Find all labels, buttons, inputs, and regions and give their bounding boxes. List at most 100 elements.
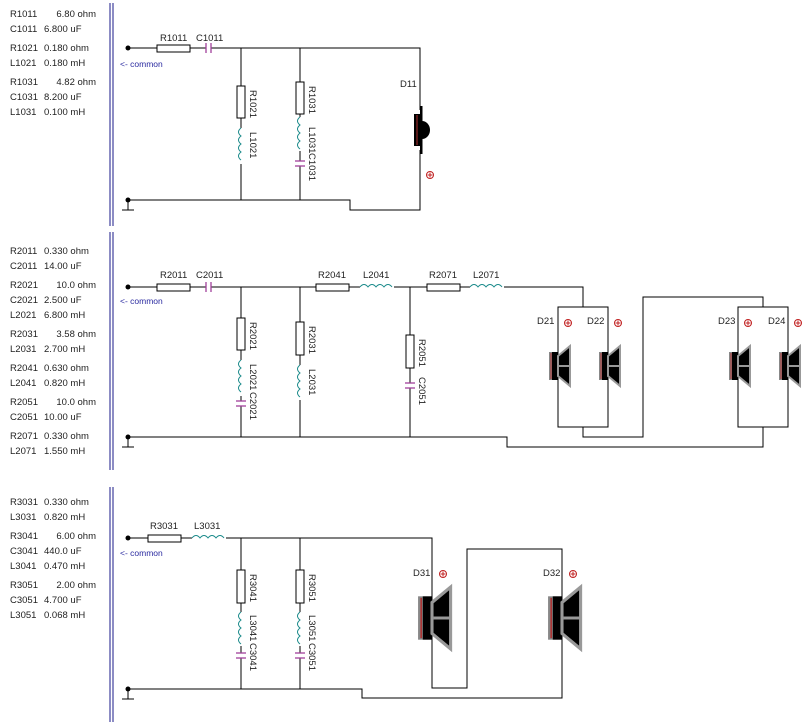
resistor-r1021[interactable] [236,85,246,119]
inductor-l1031[interactable] [297,116,301,150]
label-c1011: C1011 [196,33,223,44]
label-l2071: L2071 [473,270,499,281]
inductor-l3051[interactable] [297,611,301,645]
resistor-r3041[interactable] [236,569,246,604]
label-d32: D32 [543,568,560,579]
part-value: 2.700 mH [44,344,86,355]
polarity-plus-icon [744,319,752,327]
resistor-r1011[interactable] [156,44,191,53]
label-l1031: L1031 [306,127,317,153]
part-value: 0.330 ohm [44,497,89,508]
speaker-d31[interactable] [418,583,453,653]
inductor-l1021[interactable] [238,127,242,161]
label-d31: D31 [413,568,430,579]
part-name: C2051 [10,412,38,423]
label-c1031: C1031 [306,153,317,181]
inductor-l2021[interactable] [238,359,242,393]
part-value: 6.80 ohm [56,9,96,20]
label-r3031: R3031 [150,521,178,532]
common-label: <- common [120,59,163,69]
resistor-r2031[interactable] [295,321,305,356]
part-row: L2031 2.700 mH [10,342,96,357]
speaker-d32[interactable] [548,583,583,653]
label-l1021: L1021 [247,132,258,158]
part-name: C3041 [10,546,38,557]
resistor-r2011[interactable] [156,283,191,292]
part-name: R3031 [10,497,38,508]
inductor-l3041[interactable] [238,611,242,645]
part-name: L3051 [10,610,37,621]
part-value: 8.200 uF [44,92,82,103]
part-value: 0.820 mH [44,512,86,523]
label-d22: D22 [587,316,604,327]
part-value: 440.0 uF [44,546,82,557]
section-separators [109,3,114,722]
resistor-r2041[interactable] [315,283,350,292]
label-l2021: L2021 [247,364,258,390]
part-value: 10.0 ohm [56,397,96,408]
resistor-r1031[interactable] [295,81,305,115]
polarity-plus-icon [426,171,434,179]
speaker-d23[interactable] [729,343,751,389]
label-r1011: R1011 [160,33,187,44]
resistor-r3031[interactable] [147,534,182,543]
label-d24: D24 [768,316,785,327]
part-row: C3041 440.0 uF [10,544,96,559]
label-l2031: L2031 [306,369,317,395]
ground-icon [122,200,134,211]
polarity-plus-icon [569,570,577,578]
polarity-plus-icon [439,570,447,578]
speaker-d22[interactable] [599,343,621,389]
part-name: R2031 [10,329,38,340]
label-r3051: R3051 [306,574,317,602]
part-name: R3051 [10,580,38,591]
woofer-section: <- common R3031 L3031 R3041 L3041 C3041 … [120,521,583,700]
resistor-r2021[interactable] [236,317,246,351]
part-name: R2041 [10,363,38,374]
resistor-r2071[interactable] [426,283,461,292]
inductor-l2031[interactable] [297,364,301,398]
part-value: 10.00 uF [44,412,82,423]
label-r2011: R2011 [160,270,187,281]
resistor-r3051[interactable] [295,569,305,604]
part-name: R2051 [10,397,38,408]
polarity-plus-icon [794,319,802,327]
inductor-l2041[interactable] [359,284,393,288]
part-name: R1011 [10,9,38,20]
part-value: 0.330 ohm [44,431,89,442]
part-value: 0.470 mH [44,561,86,572]
resistor-r2051[interactable] [405,334,415,369]
part-name: C1011 [10,24,38,35]
part-value: 10.0 ohm [56,280,96,291]
part-name: L2031 [10,344,37,355]
speaker-d21[interactable] [549,343,571,389]
inductor-l3031[interactable] [191,535,225,539]
part-row: R2051 10.0 ohm [10,395,96,410]
label-r2031: R2031 [306,326,317,354]
part-value: 2.500 uF [44,295,82,306]
label-l3051: L3051 [306,615,317,641]
inductor-l2071[interactable] [469,284,503,288]
tweeter-d11[interactable] [414,106,430,154]
part-name: L1031 [10,107,37,118]
label-d21: D21 [537,316,554,327]
label-c2021: C2021 [247,392,258,420]
speaker-d24[interactable] [779,343,801,389]
